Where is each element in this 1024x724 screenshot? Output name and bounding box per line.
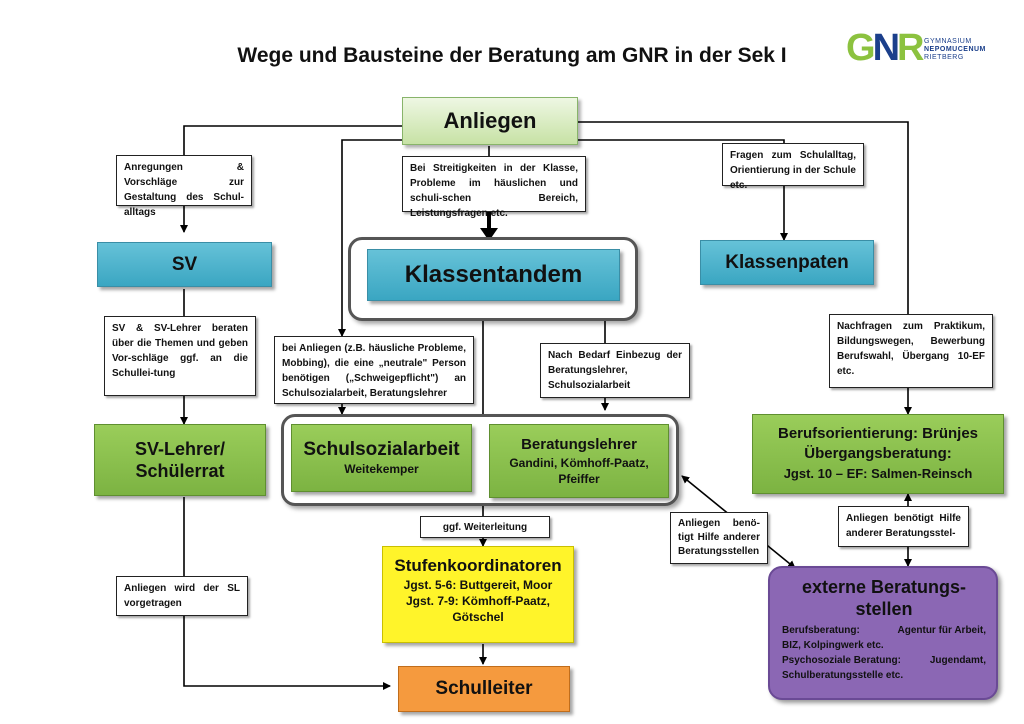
schulsozialarbeit-box: Schulsozialarbeit Weitekemper bbox=[291, 424, 472, 492]
stufen-line-1: Jgst. 5-6: Buttgereit, Moor bbox=[403, 578, 553, 592]
beruf-title-1: Berufsorientierung: Brünjes bbox=[777, 425, 979, 442]
extern-line-1: Berufsberatung: Agentur für Arbeit, bbox=[782, 623, 986, 638]
line-anliegen-beruf bbox=[578, 121, 909, 314]
note-neutral: bei Anliegen (z.B. häusliche Probleme, M… bbox=[274, 336, 474, 404]
schulleiter-box: Schulleiter bbox=[398, 666, 570, 712]
beratungslehrer-box: Beratungslehrer Gandini, Kömhoff-Paatz, … bbox=[489, 424, 669, 498]
line-anliegen-neutral bbox=[338, 139, 402, 337]
stufen-line-3: Götschel bbox=[452, 610, 504, 624]
extern-line-2: BIZ, Kolpingwerk etc. bbox=[782, 640, 884, 651]
logo-mark: GNR bbox=[846, 27, 925, 69]
arrow-to-schulleiter-left bbox=[183, 616, 391, 690]
sv-lehrer-line-1: SV-Lehrer/ bbox=[134, 439, 226, 459]
schulsozialarbeit-name: Weitekemper bbox=[344, 462, 419, 476]
schulsozialarbeit-title: Schulsozialarbeit bbox=[303, 439, 460, 460]
note-weiterleitung: ggf. Weiterleitung bbox=[420, 516, 550, 538]
line-anliegen-paten bbox=[578, 139, 785, 143]
note-sl: Anliegen wird der SL vorgetragen bbox=[116, 576, 248, 616]
sv-box: SV bbox=[97, 242, 272, 287]
extern-title-1: externe Beratungs- bbox=[801, 577, 967, 597]
beratungslehrer-title: Beratungslehrer bbox=[521, 436, 637, 453]
logo-line-1: GYMNASIUM bbox=[924, 38, 972, 45]
extern-line-4: Schulberatungsstelle etc. bbox=[782, 670, 904, 681]
extern-title-2: stellen bbox=[855, 599, 913, 619]
beratungslehrer-names-2: Pfeiffer bbox=[558, 472, 600, 486]
sv-lehrer-box: SV-Lehrer/ Schülerrat bbox=[94, 424, 266, 496]
extern-line-3a: Psychosoziale Beratung: bbox=[782, 655, 901, 666]
sv-lehrer-line-2: Schülerrat bbox=[135, 461, 225, 481]
berufsorientierung-box: Berufsorientierung: Brünjes Übergangsber… bbox=[752, 414, 1004, 494]
note-praktikum: Nachfragen zum Praktikum, Bildungswegen,… bbox=[829, 314, 993, 388]
externe-beratungsstellen-box: externe Beratungs- stellen Berufsberatun… bbox=[768, 566, 998, 700]
note-sv-top: Anregungen & Vorschläge zur Gestaltung d… bbox=[116, 155, 252, 218]
logo-line-2: NEPOMUCENUM bbox=[924, 46, 986, 53]
note-klassen-top: Bei Streitigkeiten in der Klasse, Proble… bbox=[402, 156, 586, 219]
page-title: Wege und Bausteine der Beratung am GNR i… bbox=[237, 44, 787, 67]
stufenkoordinatoren-box: Stufenkoordinatoren Jgst. 5-6: Buttgerei… bbox=[382, 546, 574, 643]
beratungslehrer-names-1: Gandini, Kömhoff-Paatz, bbox=[509, 456, 649, 470]
beruf-title-2: Übergangsberatung: bbox=[804, 445, 952, 462]
note-hilfe-right: Anliegen benötigt Hilfe anderer Beratung… bbox=[838, 506, 969, 547]
stufen-line-2: Jgst. 7-9: Kömhoff-Paatz, bbox=[405, 594, 550, 608]
extern-line-1b: Agentur für Arbeit, bbox=[897, 625, 986, 636]
note-sv-mid: SV & SV-Lehrer beraten über die Themen u… bbox=[104, 316, 256, 396]
klassentandem-box: Klassentandem bbox=[367, 249, 620, 301]
note-bedarf: Nach Bedarf Einbezug der Beratungslehrer… bbox=[540, 343, 690, 398]
klassenpaten-box: Klassenpaten bbox=[700, 240, 874, 285]
extern-line-3: Psychosoziale Beratung: Jugendamt, bbox=[782, 653, 986, 668]
gnr-logo: GNR GYMNASIUM NEPOMUCENUM RIETBERG bbox=[846, 26, 986, 70]
note-paten-top: Fragen zum Schulalltag, Orientierung in … bbox=[722, 143, 864, 191]
note-hilfe-left: Anliegen benö-tigt Hilfe anderer Beratun… bbox=[670, 512, 768, 564]
extern-line-3b: Jugendamt, bbox=[929, 655, 986, 666]
beruf-sub: Jgst. 10 – EF: Salmen-Reinsch bbox=[783, 466, 973, 481]
extern-line-1a: Berufsberatung: bbox=[782, 625, 860, 636]
logo-line-3: RIETBERG bbox=[924, 54, 964, 61]
anliegen-box: Anliegen bbox=[402, 97, 578, 145]
line-anliegen-sv bbox=[183, 125, 402, 155]
logo-text: GYMNASIUM NEPOMUCENUM RIETBERG bbox=[924, 38, 986, 62]
stufen-title: Stufenkoordinatoren bbox=[394, 556, 562, 575]
